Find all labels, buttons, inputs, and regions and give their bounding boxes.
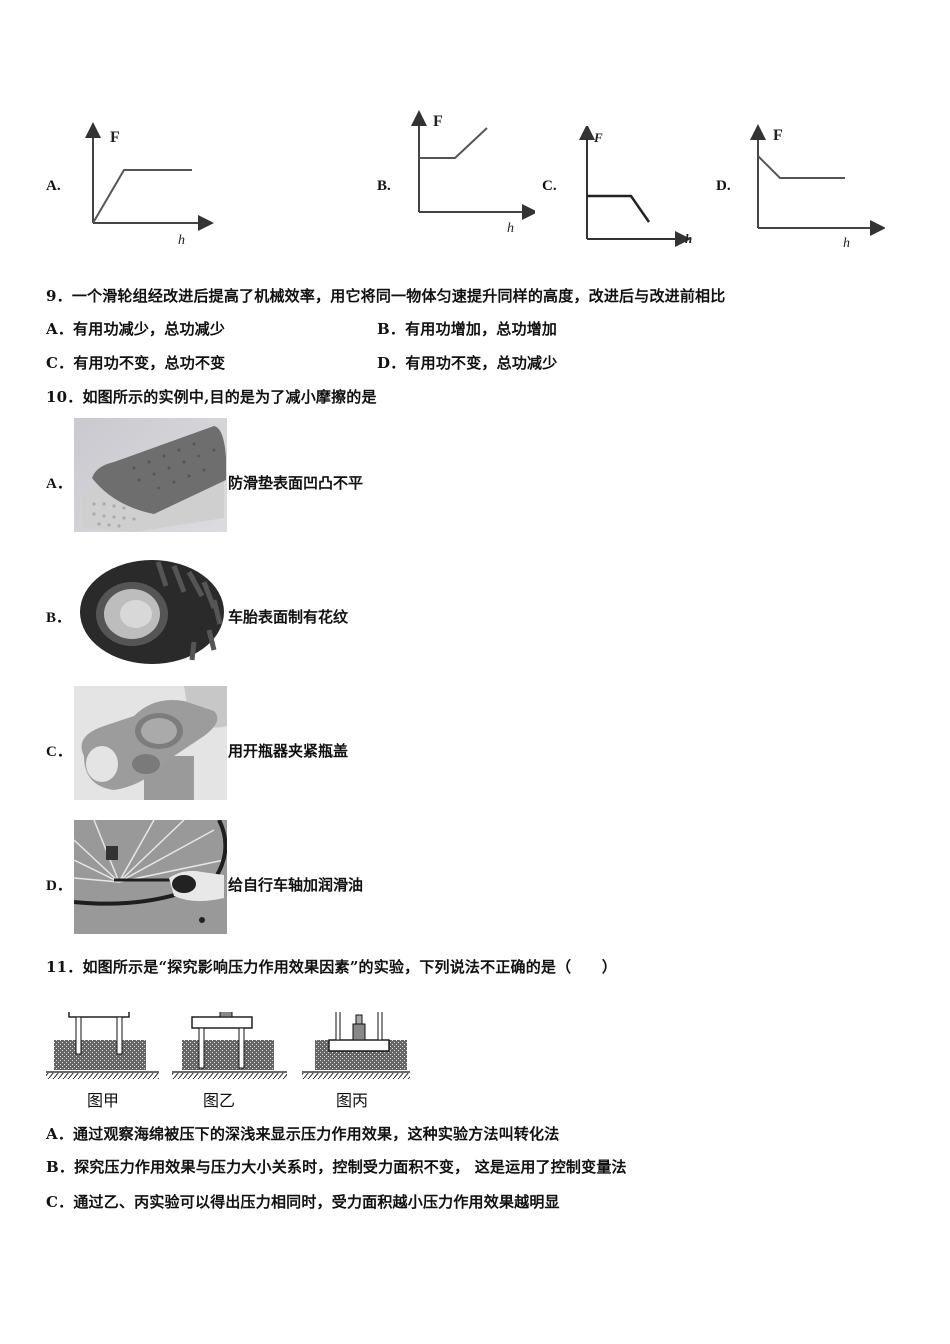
q11-option-b[interactable]: B．探究压力作用效果与压力大小关系时，控制受力面积不变， 这是运用了控制变量法 [46,1157,627,1177]
q10-stem: 10．如图所示的实例中,目的是为了减小摩擦的是 [46,388,377,406]
q9-option-c-text: 有用功不变，总功不变 [73,354,226,372]
q9-option-d-label: D． [377,354,406,372]
q10-option-d-text: 给自行车轴加润滑油 [228,876,364,894]
q8-graph-a: F h [80,120,220,250]
q11-option-a-text: 通过观察海绵被压下的深浅来显示压力作用效果，这种实验方法叫转化法 [73,1125,560,1143]
q8-option-b-label: B. [377,178,391,194]
q8-b-y-label: F [433,113,443,130]
q9-option-b-text: 有用功增加，总功增加 [405,320,558,338]
q11-option-c[interactable]: C．通过乙、丙实验可以得出压力相同时，受力面积越小压力作用效果越明显 [46,1192,560,1212]
q9-option-d-text: 有用功不变，总功减少 [405,354,558,372]
q8-option-a-label: A. [46,178,61,194]
q8-graph-b: F h [405,108,535,238]
q9-option-d[interactable]: D．有用功不变，总功减少 [377,353,557,373]
q11-option-a-label: A． [46,1125,74,1143]
q10-option-d-label: D． [46,878,72,894]
q8-b-x-label: h [507,221,514,236]
q11-option-c-text: 通过乙、丙实验可以得出压力相同时，受力面积越小压力作用效果越明显 [73,1193,560,1211]
q9-option-c[interactable]: C．有用功不变，总功不变 [46,353,225,373]
q11-option-c-label: C． [46,1193,74,1211]
q10-option-b-text: 车胎表面制有花纹 [228,608,349,626]
q8-graph-d: F h [745,120,885,250]
q8-c-y-label: F [593,130,603,145]
q9-option-b-label: B． [377,320,406,338]
q9-option-c-label: C． [46,354,74,372]
q11-option-b-text: 探究压力作用效果与压力大小关系时，控制受力面积不变， 这是运用了控制变量法 [74,1158,627,1176]
q11-option-b-label: B． [46,1158,75,1176]
q8-d-y-label: F [773,127,783,144]
q9-option-b[interactable]: B．有用功增加，总功增加 [377,319,557,339]
bicycle-oil-photo [74,820,227,934]
q10-option-a-label: A． [46,476,72,492]
q11-option-a[interactable]: A．通过观察海绵被压下的深浅来显示压力作用效果，这种实验方法叫转化法 [46,1124,559,1144]
q10-option-c-label: C． [46,744,72,760]
figure-jia-caption: 图甲 [86,1091,119,1110]
q10-option-b-label: B． [46,610,72,626]
q8-option-c-label: C. [542,178,557,194]
q9-option-a[interactable]: A．有用功减少，总功减少 [46,319,225,339]
q8-option-d-label: D. [716,178,731,194]
q9-option-a-text: 有用功减少，总功减少 [73,320,226,338]
figure-bing-caption: 图丙 [335,1091,368,1110]
q10-option-a-text: 防滑垫表面凹凸不平 [228,474,364,492]
tire-photo [74,552,227,666]
anti-slip-mat-photo [74,418,227,532]
q8-a-y-label: F [110,129,120,146]
q8-d-x-label: h [843,236,850,250]
q9-stem: 9．一个滑轮组经改进后提高了机械效率，用它将同一物体匀速提升同样的高度，改进后与… [46,287,726,305]
q8-a-x-label: h [178,233,185,248]
pressure-experiment-figures [44,999,414,1088]
q9-option-a-label: A． [46,320,74,338]
q8-graph-c: F h [575,126,700,251]
q8-c-x-label: h [685,231,692,246]
bottle-opener-photo [74,686,227,800]
q10-option-c-text: 用开瓶器夹紧瓶盖 [228,742,349,760]
figure-yi-caption: 图乙 [202,1091,235,1110]
q11-stem: 11．如图所示是“探究影响压力作用效果因素”的实验，下列说法不正确的是（ ） [46,958,617,976]
